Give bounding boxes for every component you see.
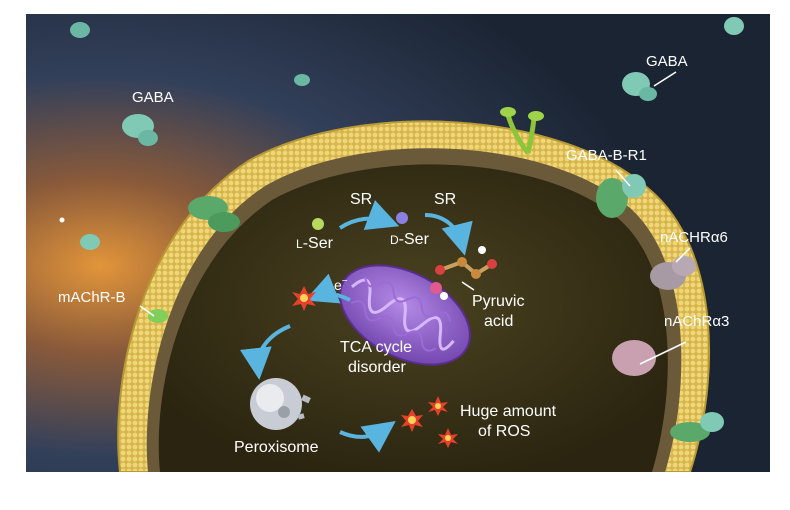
ros-burst-icon — [428, 396, 448, 416]
pyruvic-acid-label-line2: acid — [484, 313, 513, 330]
gaba-label-right: GABA — [646, 53, 688, 70]
ros-burst-icon — [438, 428, 458, 448]
ros-label-line2: of ROS — [478, 423, 530, 440]
d-serine-dot-icon — [396, 212, 408, 224]
peroxisome-to-ros-arrow — [339, 421, 396, 453]
sr-label-1: SR — [350, 191, 372, 208]
pyruvic-acid-label-line1: Pyruvic — [472, 293, 524, 310]
pyruvic-acid-molecule-icon — [430, 246, 497, 300]
receptor-icon — [500, 107, 544, 155]
gaba-molecule-icon — [622, 72, 657, 101]
nachr-a3-label: nAChRα3 — [664, 313, 729, 330]
electron-label: e− — [334, 276, 348, 293]
receptor-icon — [188, 196, 240, 232]
gaba-molecule-icon — [294, 74, 310, 86]
l-ser-label: L-Ser — [296, 235, 334, 252]
small-particle — [59, 217, 65, 223]
gaba-molecule-icon — [724, 17, 744, 35]
machr-b-label: mAChR-B — [58, 289, 126, 306]
gaba-molecule-icon — [70, 22, 90, 38]
ros-label-line1: Huge amount — [460, 403, 557, 420]
tca-label-line2: disorder — [348, 359, 406, 376]
sr-arrow-2 — [424, 213, 473, 256]
leader-lines — [139, 71, 691, 365]
gaba-b-r1-label: GABA-B-R1 — [566, 147, 647, 164]
tca-label-line1: TCA cycle — [340, 339, 412, 356]
gaba-label-left: GABA — [132, 89, 174, 106]
l-serine-dot-icon — [312, 218, 324, 230]
peroxisome-icon — [250, 378, 311, 430]
receptor-icon — [612, 340, 656, 376]
receptor-icon — [670, 412, 724, 442]
gaba-molecule-icon — [80, 234, 100, 250]
sr-arrow-1 — [338, 200, 400, 230]
ros-to-peroxisome-arrow — [239, 324, 291, 380]
sr-label-2: SR — [434, 191, 456, 208]
receptor-icon — [596, 174, 646, 218]
gaba-molecule-icon — [122, 114, 158, 146]
ros-burst-icon — [401, 409, 423, 432]
d-ser-label: D-Ser — [390, 231, 430, 248]
peroxisome-label: Peroxisome — [234, 439, 319, 456]
receptor-icon — [148, 309, 168, 323]
ros-burst-icon — [292, 286, 316, 311]
electron-arrow — [304, 273, 351, 304]
nachr-a6-label: nACHRα6 — [660, 229, 728, 246]
